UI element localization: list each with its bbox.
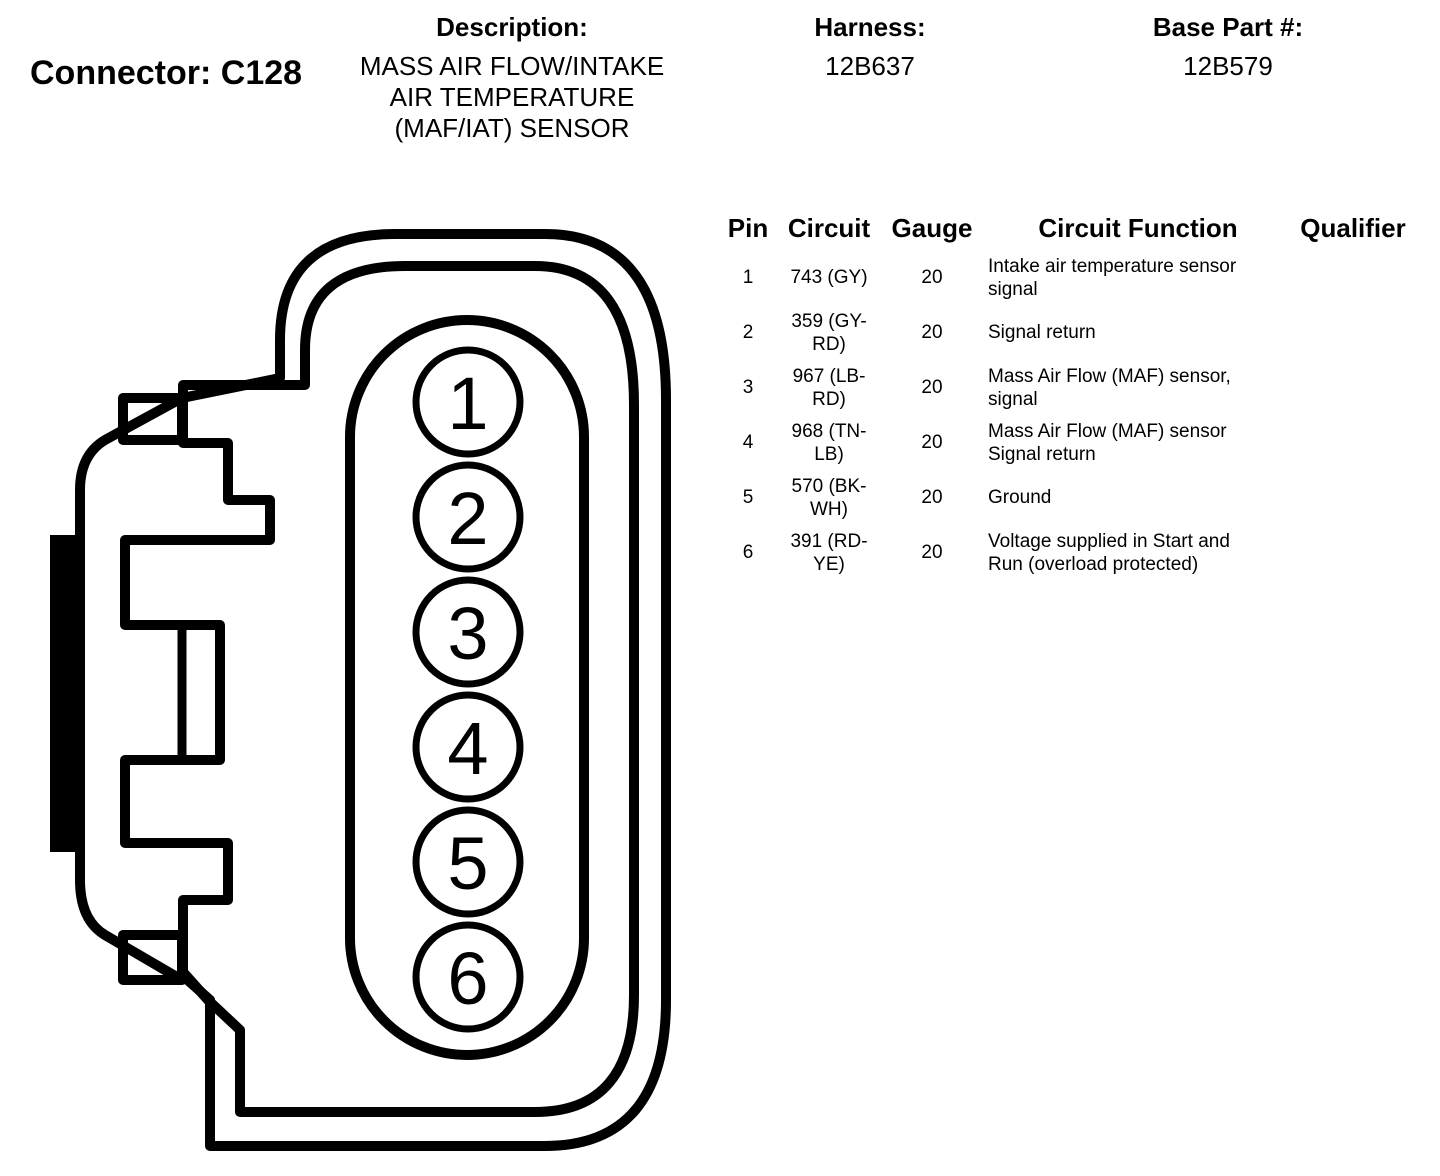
- housing-inner-outline: [120, 261, 639, 1117]
- circuit-line: WH): [810, 498, 848, 520]
- circuit-line: RD): [812, 333, 846, 355]
- cell-gauge: 20: [921, 322, 943, 343]
- function-line: Voltage supplied in Start and: [988, 530, 1230, 552]
- cell-pin: 2: [742, 322, 754, 343]
- function-line: signal: [988, 388, 1038, 410]
- function-line: signal: [988, 278, 1038, 300]
- table-row: 3 967 (LB-RD) 20 Mass Air Flow (MAF) sen…: [722, 360, 1418, 415]
- pin-label-5: 5: [447, 822, 488, 905]
- cell-qualifier: [1288, 360, 1418, 415]
- pin-label-3: 3: [447, 592, 488, 675]
- pin-label-2: 2: [447, 477, 488, 560]
- circuit-line: YE): [813, 553, 845, 575]
- latch-bar: [50, 535, 82, 852]
- description-text: MASS AIR FLOW/INTAKE AIR TEMPERATURE (MA…: [332, 51, 692, 144]
- circuit-line: RD): [812, 388, 846, 410]
- cell-qualifier: [1288, 525, 1418, 580]
- column-header-function: Circuit Function: [1038, 212, 1238, 243]
- function-line: Intake air temperature sensor: [988, 255, 1237, 277]
- connector-diagram: 1 2 3 4 5 6: [50, 229, 671, 1151]
- housing-outer-outline: [75, 229, 671, 1151]
- cell-function: Signal return: [980, 305, 1288, 360]
- cell-gauge: 20: [921, 267, 943, 288]
- cell-gauge: 20: [921, 542, 943, 563]
- connector-label: Connector: C128: [30, 54, 303, 92]
- cell-pin: 3: [742, 377, 754, 398]
- column-header-qualifier: Qualifier: [1300, 212, 1406, 243]
- pin-cavity-outline: [345, 315, 589, 1060]
- table-row: 6 391 (RD-YE) 20 Voltage supplied in Sta…: [722, 525, 1418, 580]
- cell-circuit: 967 (LB-RD): [774, 360, 884, 415]
- description-line: (MAF/IAT) SENSOR: [394, 113, 630, 143]
- cell-pin: 5: [742, 487, 754, 508]
- circuit-line: 391 (RD-: [790, 530, 868, 552]
- pin-circle-6: [412, 921, 524, 1033]
- cell-pin: 1: [742, 267, 754, 288]
- table-row: 5 570 (BK-WH) 20 Ground: [722, 470, 1418, 525]
- function-line: Run (overload protected): [988, 553, 1199, 575]
- pin-label-4: 4: [447, 707, 488, 790]
- cell-pin: 4: [742, 432, 754, 453]
- cell-qualifier: [1288, 415, 1418, 470]
- circuit-line: 570 (BK-: [791, 475, 867, 497]
- cell-qualifier: [1288, 305, 1418, 360]
- harness-value: 12B637: [825, 51, 915, 81]
- cell-circuit: 968 (TN-LB): [774, 415, 884, 470]
- harness-heading: Harness:: [814, 12, 926, 42]
- description-line: MASS AIR FLOW/INTAKE: [359, 51, 665, 81]
- pin-circle-1: [412, 346, 524, 458]
- description-line: AIR TEMPERATURE: [389, 82, 635, 112]
- function-line: Mass Air Flow (MAF) sensor,: [988, 365, 1231, 387]
- pin-circle-3: [412, 576, 524, 688]
- circuit-line: 968 (TN-: [791, 420, 867, 442]
- table-row: 1 743 (GY) 20 Intake air temperature sen…: [722, 250, 1418, 305]
- table-header-row: Pin Circuit Gauge Circuit Function Quali…: [722, 206, 1418, 250]
- column-header-circuit: Circuit: [787, 212, 871, 243]
- pin-circle-2: [412, 461, 524, 573]
- cell-function: Mass Air Flow (MAF) sensor,signal: [980, 360, 1288, 415]
- circuit-line: 967 (LB-: [792, 365, 866, 387]
- column-header-gauge: Gauge: [891, 212, 973, 243]
- cell-function: Ground: [980, 470, 1288, 525]
- cell-gauge: 20: [921, 377, 943, 398]
- description-heading: Description:: [436, 12, 588, 42]
- cell-pin: 6: [742, 542, 754, 563]
- cell-circuit: 743 (GY): [774, 250, 884, 305]
- column-header-pin: Pin: [727, 212, 769, 243]
- pin-circle-4: [412, 691, 524, 803]
- cell-circuit: 359 (GY-RD): [774, 305, 884, 360]
- table-row: 4 968 (TN-LB) 20 Mass Air Flow (MAF) sen…: [722, 415, 1418, 470]
- base-part-heading: Base Part #:: [1152, 12, 1304, 42]
- pin-circle-5: [412, 806, 524, 918]
- circuit-line: 359 (GY-: [791, 310, 867, 332]
- function-line: Signal return: [988, 322, 1096, 343]
- pin-table: Pin Circuit Gauge Circuit Function Quali…: [722, 206, 1418, 580]
- pin-label-6: 6: [447, 937, 488, 1020]
- pin-label-1: 1: [447, 362, 488, 445]
- table-row: 2 359 (GY-RD) 20 Signal return: [722, 305, 1418, 360]
- cell-circuit: 391 (RD-YE): [774, 525, 884, 580]
- function-line: Mass Air Flow (MAF) sensor: [988, 420, 1227, 442]
- base-part-value: 12B579: [1183, 51, 1273, 81]
- pin-group: 1 2 3 4 5 6: [412, 346, 524, 1033]
- circuit-line: LB): [814, 443, 844, 465]
- cell-qualifier: [1288, 250, 1418, 305]
- function-line: Ground: [988, 487, 1052, 508]
- cell-qualifier: [1288, 470, 1418, 525]
- cell-gauge: 20: [921, 432, 943, 453]
- circuit-line: 743 (GY): [790, 267, 868, 288]
- function-line: Signal return: [988, 443, 1096, 465]
- cell-gauge: 20: [921, 487, 943, 508]
- cell-circuit: 570 (BK-WH): [774, 470, 884, 525]
